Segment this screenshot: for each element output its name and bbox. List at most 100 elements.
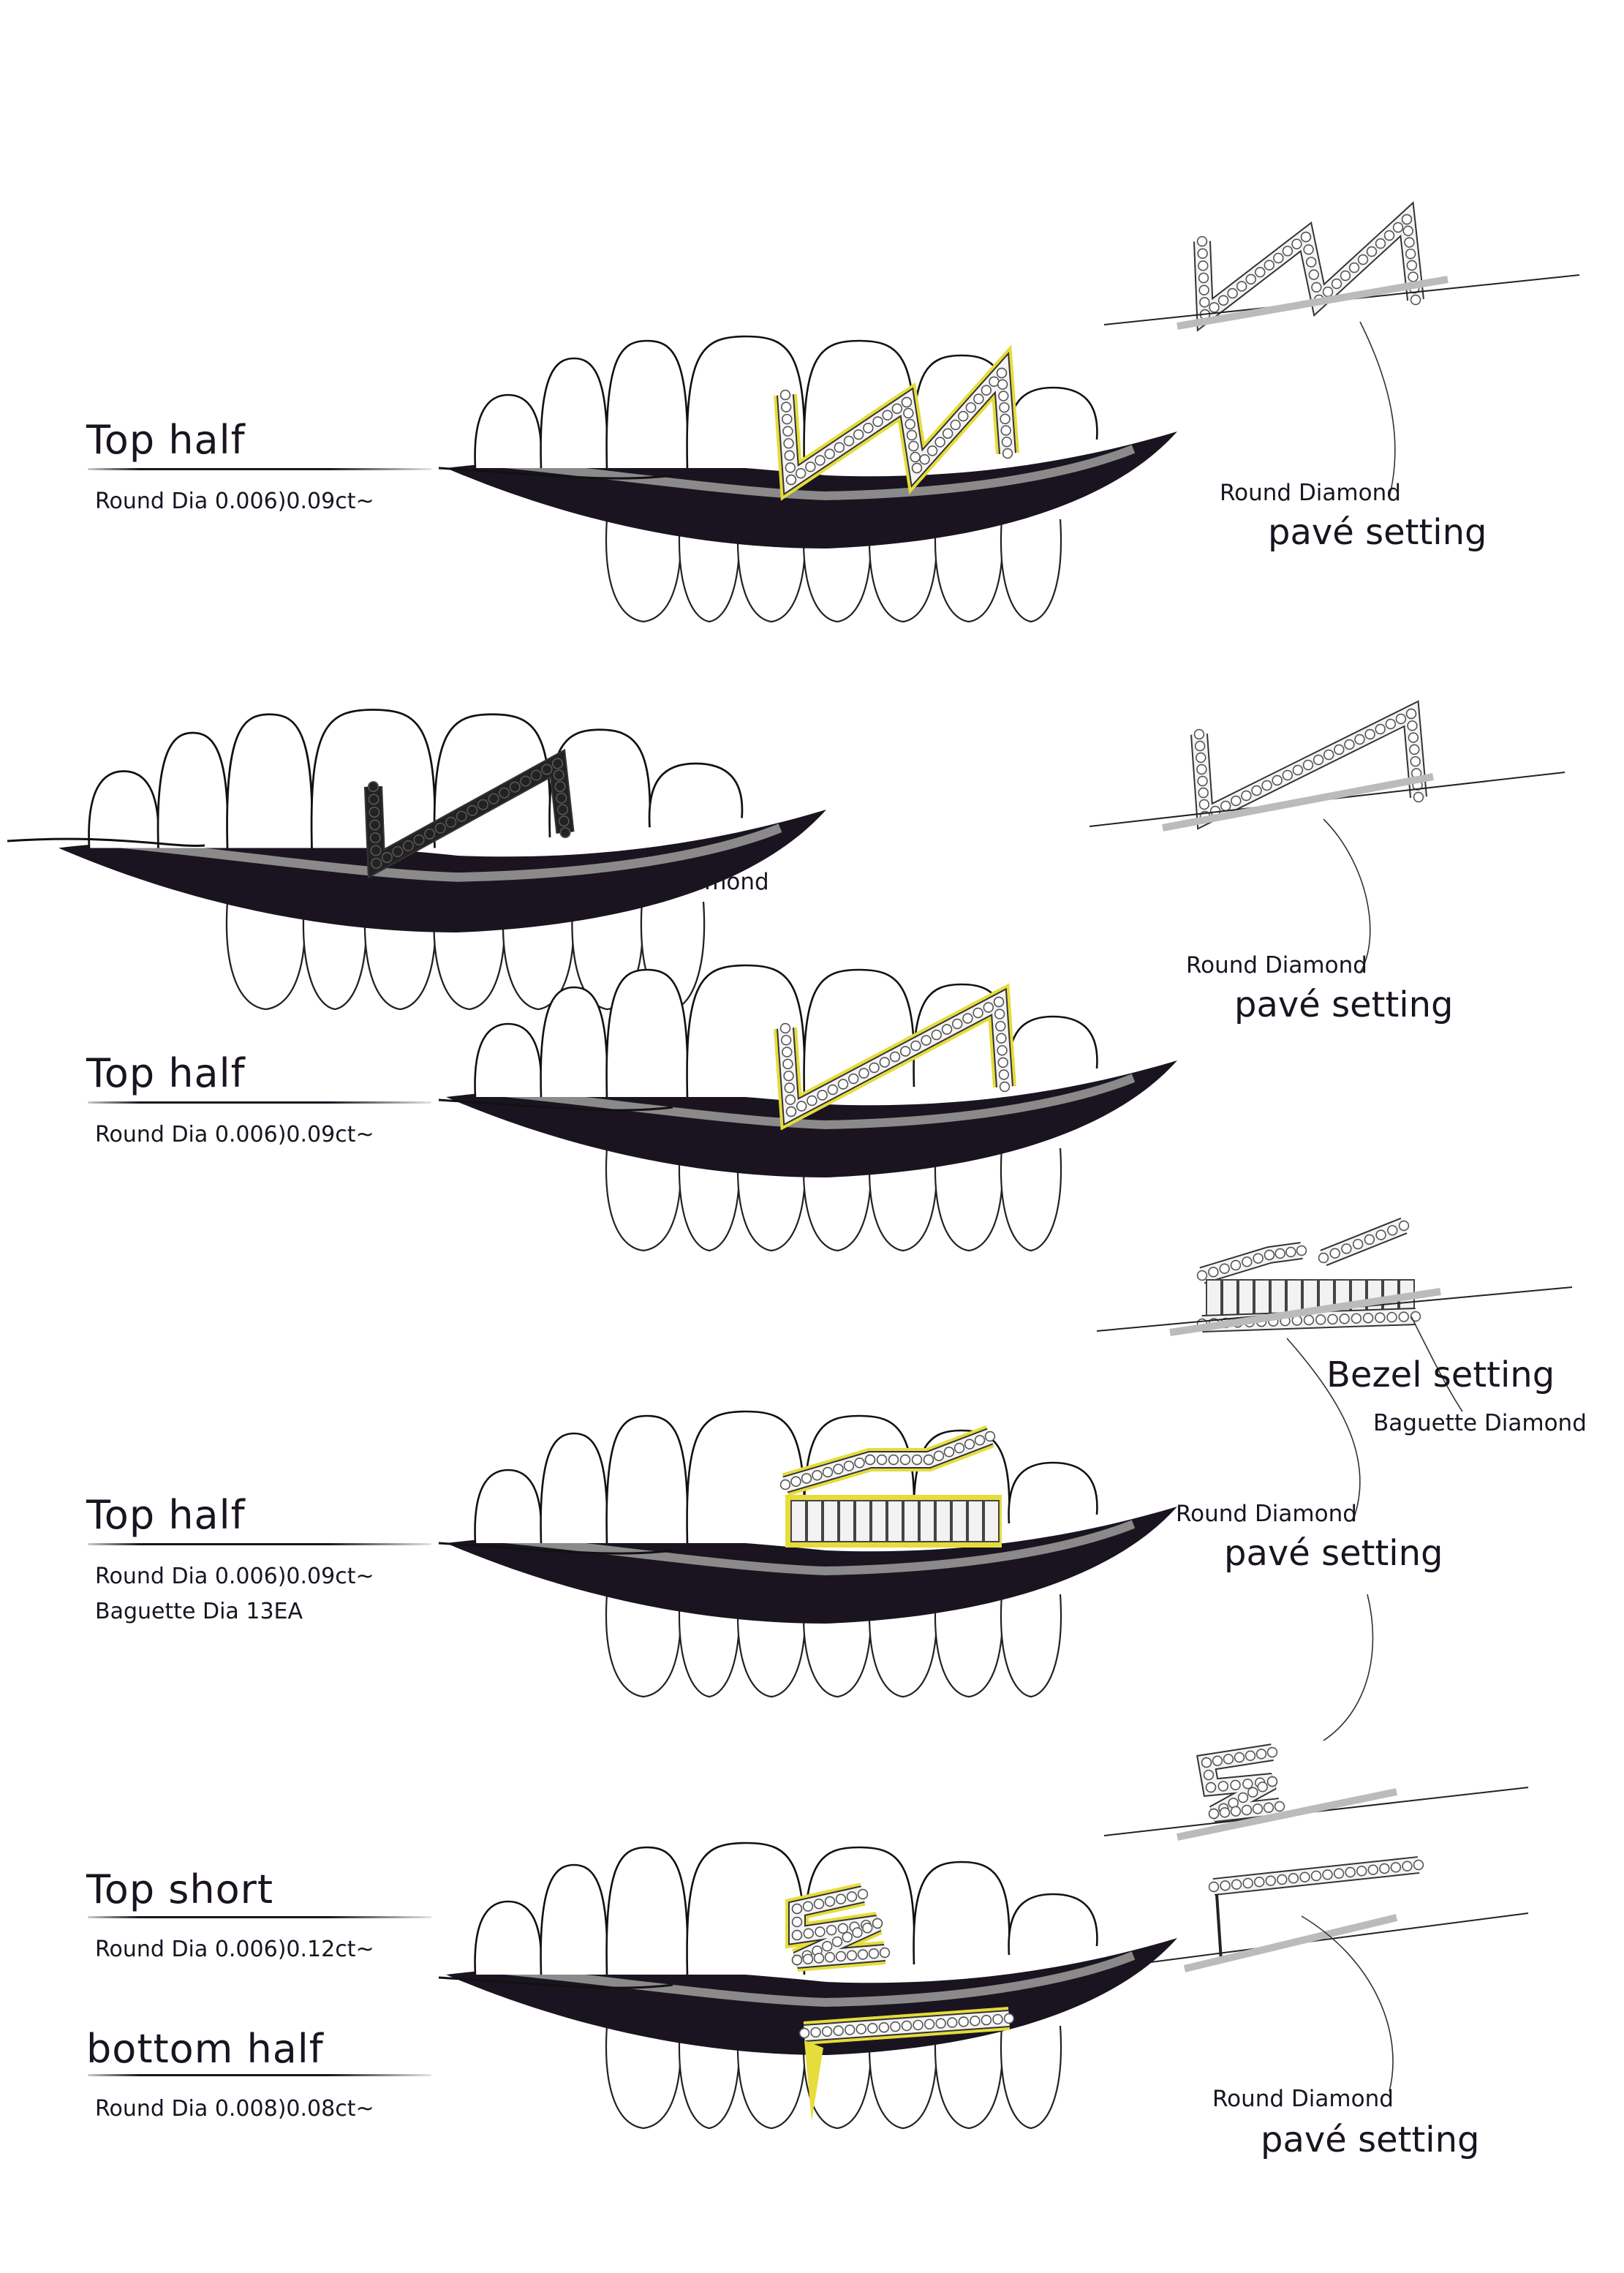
upper-tooth <box>1008 386 1098 449</box>
diamond-stone <box>970 2016 981 2027</box>
diamond-stone <box>1245 1750 1256 1761</box>
callout-stone: Round Diamond <box>1186 952 1367 979</box>
diamond-stone <box>1219 1807 1231 1818</box>
diamond-stone <box>821 2026 833 2037</box>
diamond-stone <box>908 440 919 452</box>
diamond-stone <box>981 2015 992 2026</box>
diamond-stone <box>1308 269 1320 280</box>
diamond-stone <box>1398 1311 1409 1322</box>
upper-tooth <box>88 770 160 848</box>
diamond-stone <box>876 1454 888 1466</box>
upper-teeth <box>474 1842 1098 1975</box>
diamond-stone <box>371 857 382 870</box>
diamond-stone <box>1404 237 1415 248</box>
upper-tooth <box>540 1432 608 1544</box>
diamond-stone <box>951 1018 963 1030</box>
lower-tooth <box>679 519 740 623</box>
bottom-bar-pave <box>798 2007 1015 2045</box>
baguette-stone <box>919 1500 935 1542</box>
gum-band <box>446 1507 1177 1624</box>
baguette-stone <box>983 1500 1000 1542</box>
lower-tooth <box>605 2025 682 2130</box>
diamond-stone <box>1341 1243 1352 1254</box>
diamond-stone <box>878 2022 890 2033</box>
upper-teeth <box>88 709 744 848</box>
baguette-stone <box>887 1500 903 1542</box>
diamond-stone <box>901 396 913 408</box>
diamond-stone <box>1410 1311 1421 1322</box>
diamond-stone <box>889 1051 901 1063</box>
diamond-stone <box>467 804 478 816</box>
diamond-stone <box>790 1476 801 1487</box>
diamond-stone <box>1409 744 1420 755</box>
upper-tooth <box>605 339 689 469</box>
lower-tooth <box>868 2025 938 2130</box>
diamond-stone <box>1203 1769 1215 1781</box>
diamond-stone <box>784 450 795 461</box>
baguette-stone <box>855 1500 871 1542</box>
upper-tooth <box>474 393 543 469</box>
diamond-stone <box>1322 286 1334 298</box>
diamond-stone <box>934 437 945 448</box>
diamond-stone <box>837 1079 849 1090</box>
detail-bar-pave <box>1208 1856 1424 1896</box>
black-diamond-label: Black Diamond <box>598 869 769 895</box>
diamond-stone <box>1237 1792 1249 1803</box>
diamond-stone <box>942 428 953 439</box>
diamond-stone <box>1266 1776 1278 1787</box>
lower-tooth <box>679 1594 740 1698</box>
upper-tooth <box>803 339 915 469</box>
section-spec: Round Dia 0.006)0.09ct~ <box>95 1564 374 1589</box>
diamond-stone <box>989 376 1000 388</box>
baguette-stone <box>871 1500 887 1542</box>
lower-tooth <box>934 519 1004 623</box>
diamond-stone <box>785 462 796 473</box>
diamond-stone <box>782 413 793 425</box>
diamond-stone <box>779 1022 791 1034</box>
upper-tooth <box>474 1469 543 1544</box>
diamond-stone <box>1217 1781 1229 1792</box>
diamond-stone <box>813 1953 825 1964</box>
diamond-stone <box>998 391 1009 402</box>
diamond-stone <box>847 1073 859 1085</box>
diamond-stone <box>1318 1252 1329 1264</box>
diamond-stone <box>824 1952 836 1963</box>
diamond-stone <box>798 2027 810 2039</box>
ground-shadow <box>1162 773 1434 832</box>
baguette-stone <box>1222 1279 1238 1319</box>
diamond-stone <box>843 1460 855 1471</box>
detail-pave-2 <box>1190 700 1427 830</box>
upper-tooth <box>913 1861 1011 1965</box>
diamond-stone <box>852 1927 863 1938</box>
diamond-stone <box>1000 425 1011 436</box>
diamond-stone <box>456 810 467 822</box>
diamond-stone <box>1300 231 1312 243</box>
diamond-stone <box>1219 1263 1230 1274</box>
lower-tooth <box>225 901 306 1011</box>
diamond-stone <box>424 828 436 840</box>
diamond-stone <box>1405 248 1416 260</box>
detail-zigzag-pave <box>1193 201 1424 332</box>
diamond-stone <box>822 1941 833 1952</box>
diamond-stone <box>559 826 571 839</box>
diamond-stone <box>802 1953 814 1964</box>
upper-tooth <box>1008 1015 1098 1078</box>
diamond-stone <box>1282 246 1293 257</box>
diamond-stone <box>1405 708 1417 720</box>
upper-tooth <box>540 357 608 469</box>
diamond-stone <box>1390 1862 1402 1873</box>
diamond-stone <box>554 780 566 793</box>
baguette-row <box>790 1500 1000 1542</box>
diamond-stone <box>899 1046 911 1057</box>
diamond-stone <box>911 462 923 474</box>
diamond-stone <box>1196 752 1206 764</box>
detail-pave-top <box>1318 1217 1410 1267</box>
diamond-stone <box>783 1070 794 1082</box>
diamond-stone <box>558 815 570 827</box>
diamond-stone <box>1220 800 1231 812</box>
diamond-stone <box>1375 723 1386 735</box>
title-underline <box>88 1101 431 1104</box>
detail-pave-top <box>1196 1242 1307 1284</box>
diamond-stone <box>782 1047 793 1058</box>
diamond-stone <box>780 1035 792 1046</box>
